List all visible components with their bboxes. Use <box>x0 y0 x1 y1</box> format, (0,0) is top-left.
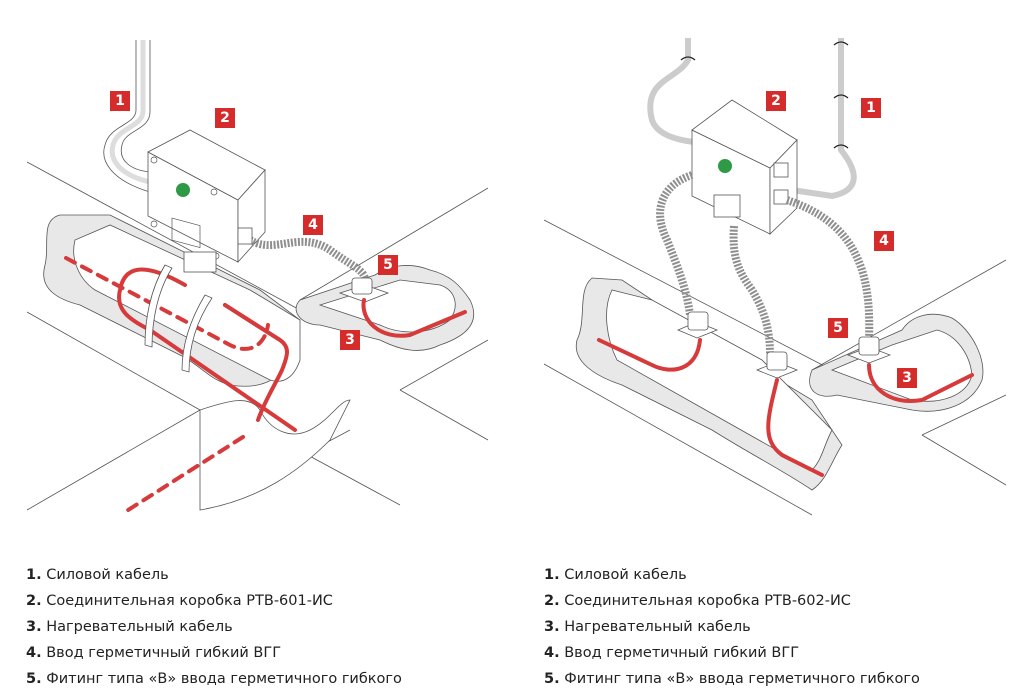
fitting <box>338 277 390 303</box>
legend-item: 1. Силовой кабель <box>26 567 169 583</box>
legend-item: 4. Ввод герметичный гибкий ВГГ <box>544 645 800 661</box>
badge-power-cable: 1 <box>861 98 881 118</box>
status-led <box>176 183 190 197</box>
legend-rtv-601: 1. Силовой кабель 2. Соединительная коро… <box>26 562 402 692</box>
diagram-rtv-602: 2 1 3 4 5 1. Силовой кабель 2. Соедините… <box>512 0 1024 700</box>
legend-item: 2. Соединительная коробка РТВ-601-ИС <box>26 593 333 609</box>
legend-item: 5. Фитинг типа «В» ввода герметичного ги… <box>26 671 402 687</box>
badge-heating-cable: 3 <box>897 368 917 388</box>
badge-junction-box: 2 <box>215 108 235 128</box>
legend-item: 1. Силовой кабель <box>544 567 687 583</box>
cable-gland <box>237 227 253 245</box>
diagram-rtv-601: 1 2 3 4 5 1. Силовой кабель 2. Соедините… <box>26 40 489 692</box>
badge-flexible-entry: 4 <box>303 215 323 235</box>
badge-fitting: 5 <box>828 318 848 338</box>
legend-rtv-602: 1. Силовой кабель 2. Соединительная коро… <box>544 562 920 692</box>
cable-break-marks <box>680 41 849 149</box>
illustration-rtv-601 <box>26 40 489 514</box>
pipe-clamp-straps <box>144 264 213 373</box>
flexible-conduits <box>656 171 874 356</box>
legend-item: 5. Фитинг типа «В» ввода герметичного ги… <box>544 671 920 687</box>
legend-item: 2. Соединительная коробка РТВ-602-ИС <box>544 593 851 609</box>
pipe-outline <box>543 219 1007 516</box>
cable-gland-bottom <box>773 189 789 205</box>
badge-power-cable: 1 <box>110 91 130 111</box>
badge-heating-cable: 3 <box>340 330 360 350</box>
power-cable-left <box>647 38 695 145</box>
badge-junction-box: 2 <box>766 91 786 111</box>
heating-cable <box>597 338 974 477</box>
flexible-conduit <box>247 236 369 281</box>
status-led <box>718 159 732 173</box>
pipe-front <box>199 399 351 511</box>
junction-box <box>147 129 266 273</box>
badge-flexible-entry: 4 <box>874 231 894 251</box>
badge-fitting: 5 <box>378 255 398 275</box>
legend-item: 3. Нагревательный кабель <box>26 619 233 635</box>
cable-gland-top <box>773 162 789 178</box>
power-cable <box>103 40 151 193</box>
fittings <box>676 311 892 379</box>
legend-item: 3. Нагревательный кабель <box>544 619 751 635</box>
heating-cable <box>64 256 467 514</box>
junction-box <box>691 99 798 235</box>
power-cable <box>791 38 857 200</box>
illustration-rtv-602 <box>543 38 1007 516</box>
legend-item: 4. Ввод герметичный гибкий ВГГ <box>26 645 282 661</box>
